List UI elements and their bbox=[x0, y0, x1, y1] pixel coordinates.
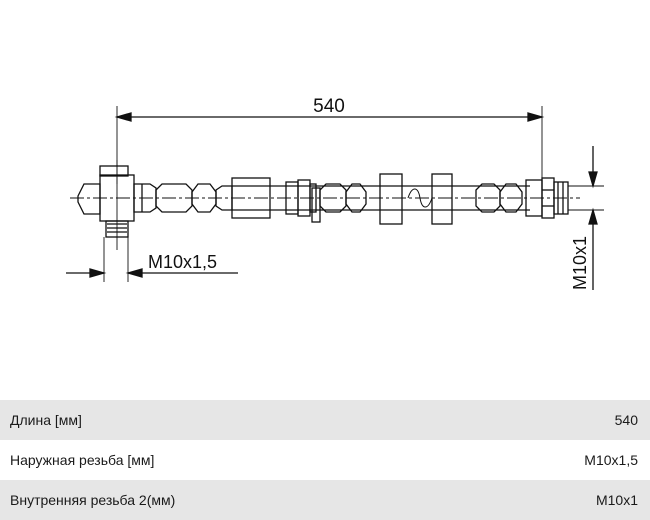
spec-label: Длина [мм] bbox=[10, 412, 82, 428]
spec-label: Внутренняя резьба 2(мм) bbox=[10, 492, 176, 508]
hose-technical-drawing: 540 M10x1,5 M10x1 bbox=[66, 96, 604, 290]
spec-value: 540 bbox=[614, 412, 638, 428]
spec-value: M10x1 bbox=[595, 492, 638, 508]
spec-label: Наружная резьба [мм] bbox=[10, 452, 155, 468]
spec-row-internal-thread: Внутренняя резьба 2(мм) M10x1 bbox=[0, 480, 650, 520]
left-thread-dimension bbox=[66, 237, 238, 282]
length-dimension-label: 540 bbox=[313, 96, 345, 117]
hose-body bbox=[231, 173, 530, 225]
spec-row-external-thread: Наружная резьба [мм] M10x1,5 bbox=[0, 440, 650, 480]
spec-table: Длина [мм] 540 Наружная резьба [мм] M10x… bbox=[0, 400, 650, 520]
spec-value: M10x1,5 bbox=[584, 452, 638, 468]
right-thread-dimension bbox=[568, 146, 604, 290]
right-thread-label: M10x1 bbox=[570, 236, 590, 290]
left-thread-label: M10x1,5 bbox=[148, 252, 217, 272]
length-dimension bbox=[114, 106, 545, 184]
spec-row-length: Длина [мм] 540 bbox=[0, 400, 650, 440]
